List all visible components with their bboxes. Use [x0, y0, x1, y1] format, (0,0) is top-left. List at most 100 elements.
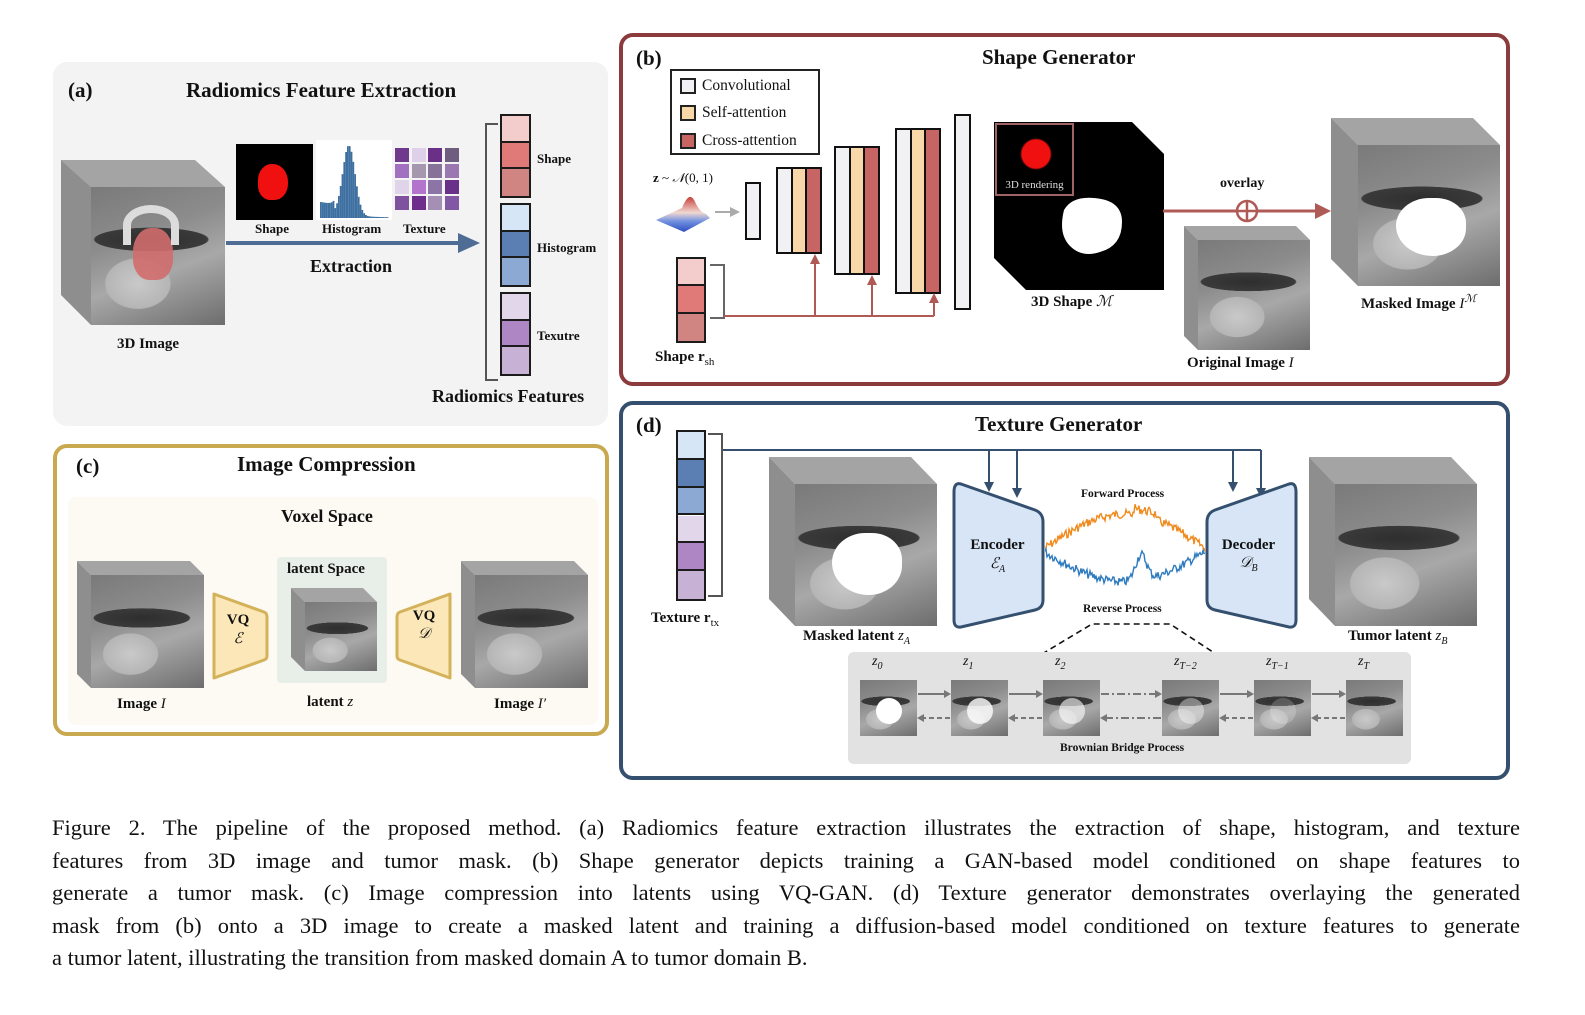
- histogram-thumbnail: [316, 140, 392, 220]
- latent-space-label: latent Space: [287, 561, 365, 577]
- extraction-arrow: [226, 233, 480, 253]
- forward-process-label: Forward Process: [1081, 488, 1165, 500]
- texture-feature-vector: [676, 430, 706, 601]
- cube-sides: [1309, 457, 1477, 626]
- texture-cell: [444, 196, 459, 210]
- panel-b-title: Shape Generator: [982, 45, 1136, 69]
- bridge-step-image: [1043, 680, 1100, 736]
- histogram-bin: [368, 216, 371, 218]
- cube-sides: [291, 588, 377, 671]
- histogram-bin: [320, 201, 322, 218]
- 3d-rendering-inset: 3D rendering: [995, 123, 1074, 196]
- histogram-bin: [345, 152, 347, 218]
- feature-bracket: [485, 123, 498, 381]
- vq-decoder-label: VQ 𝒟: [402, 608, 446, 643]
- legend-item-cross-attention: Cross-attention: [680, 132, 797, 150]
- bridge-step-label: zT−1: [1266, 654, 1289, 672]
- feature-cell: [502, 320, 529, 348]
- texture-cell: [428, 180, 442, 194]
- encoder-name: Encoder: [970, 537, 1025, 553]
- feature-cell: [502, 116, 529, 143]
- masked-latent-symbol: z: [898, 628, 904, 644]
- overlay-label: overlay: [1220, 176, 1265, 191]
- radiomics-feature-vector: [500, 114, 531, 377]
- layer-convolutional: [836, 148, 851, 273]
- texture-feature-cell: [678, 543, 704, 572]
- bridge-step-image: [1254, 680, 1311, 736]
- diffusion-process-curves: [1045, 503, 1205, 587]
- latent-symbol: z: [347, 694, 354, 710]
- texture-feature-cell: [678, 515, 704, 544]
- histogram-bin: [374, 216, 376, 218]
- generator-block-1: [776, 167, 822, 254]
- texture-cell: [428, 196, 442, 210]
- texture-subscript: tx: [710, 617, 720, 629]
- layer-type-legend: Convolutional Self-attention Cross-atten…: [670, 69, 820, 155]
- ct-3d-image-cube: [61, 160, 225, 325]
- shape-feature-cell: [678, 259, 704, 287]
- histogram-bin: [372, 216, 374, 218]
- original-image-label: Original Image: [1187, 355, 1285, 371]
- overlay-arrow: [1163, 199, 1331, 223]
- tumor-mask-fading: [876, 698, 902, 724]
- vq-encoder-top: VQ: [226, 612, 250, 628]
- noise-distribution-label: z ~ 𝒩(0, 1): [653, 170, 713, 185]
- histogram-bin: [334, 208, 337, 218]
- shape-input-caption: Shape rsh: [655, 349, 715, 368]
- panel-d-label: (d): [636, 413, 662, 437]
- thumb-label-histogram: Histogram: [322, 221, 382, 236]
- tumor-mask-fading: [1270, 698, 1296, 724]
- legend-label: Cross-attention: [702, 132, 797, 149]
- generator-block-3: [895, 128, 941, 294]
- texture-cell: [411, 180, 426, 194]
- histogram-bin: [321, 202, 324, 218]
- bridge-step-label: z1: [963, 654, 974, 672]
- panel-a-title: Radiomics Feature Extraction: [186, 78, 457, 102]
- texture-feature-cell: [678, 571, 704, 599]
- 3d-shape-caption: 3D Shape ℳ: [1031, 292, 1112, 311]
- output-image-symbol: I′: [537, 696, 547, 712]
- encoder-trapezoid: [952, 482, 1045, 629]
- texture-cell: [411, 148, 426, 162]
- legend-swatch-cross-attention: [680, 133, 696, 149]
- layer-self-attention: [850, 148, 866, 273]
- masked-latent-cube: [769, 457, 937, 626]
- texture-bracket: [708, 433, 723, 597]
- caption-line: a tumor latent, illustrating the transit…: [52, 945, 808, 970]
- histogram-bin: [361, 209, 364, 218]
- caption-line: mask from (b) onto a 3D image to create …: [52, 912, 1520, 938]
- feature-cell: [502, 347, 529, 374]
- histogram-bin: [325, 202, 328, 218]
- ct-slice-image: [91, 575, 204, 688]
- shape-input-label: Shape: [655, 349, 695, 365]
- decoder-name: Decoder: [1221, 537, 1276, 553]
- legend-item-self-attention: Self-attention: [680, 104, 786, 122]
- texture-thumbnail: [395, 148, 459, 210]
- feature-group-block: [500, 114, 531, 198]
- cube-sides: [77, 561, 204, 688]
- histogram-bin: [329, 202, 331, 218]
- histogram-bin: [352, 161, 355, 218]
- histogram-bin: [377, 216, 380, 218]
- texture-feature-cell: [678, 432, 704, 460]
- texture-cell: [395, 164, 409, 178]
- texture-cell: [444, 164, 459, 178]
- cube-sides: [1184, 226, 1310, 350]
- texture-cell: [395, 196, 409, 210]
- tumor-latent-symbol: z: [1435, 628, 1442, 644]
- tumor-latent-cube: [1309, 457, 1477, 626]
- histogram-bin: [359, 204, 362, 218]
- masked-image-caption: Masked Image Iℳ: [1361, 292, 1476, 313]
- histogram-bin: [379, 216, 382, 218]
- shape-feature-cell: [678, 286, 704, 314]
- feature-cell: [502, 169, 529, 196]
- vq-decoder-symbol: 𝒟: [418, 626, 430, 642]
- ct-slice-image: [305, 602, 377, 671]
- texture-cell: [444, 180, 459, 194]
- histogram-bin: [365, 214, 367, 218]
- histogram-bin: [363, 213, 365, 218]
- generator-block-2: [834, 146, 880, 275]
- figure-caption: Figure 2. The pipeline of the proposed m…: [52, 812, 1520, 975]
- panel-c-label: (c): [76, 454, 100, 478]
- histogram-bin: [354, 174, 356, 218]
